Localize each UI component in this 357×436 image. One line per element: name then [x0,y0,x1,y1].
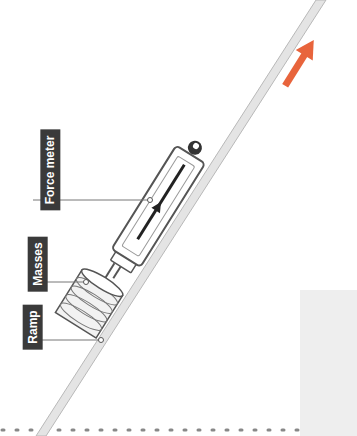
leader-lines [33,198,153,343]
ramp [36,0,326,436]
label-box: Ramp [23,305,43,350]
label-box: Force meter [40,129,60,210]
label-box: Masses [28,237,48,292]
label-text: Ramp [26,311,40,344]
masses-stack [55,251,134,338]
label-text: Force meter [43,135,57,204]
direction-arrow [277,35,323,91]
background-band [300,290,357,436]
label-text: Masses [31,243,45,286]
force-meter [99,133,213,288]
